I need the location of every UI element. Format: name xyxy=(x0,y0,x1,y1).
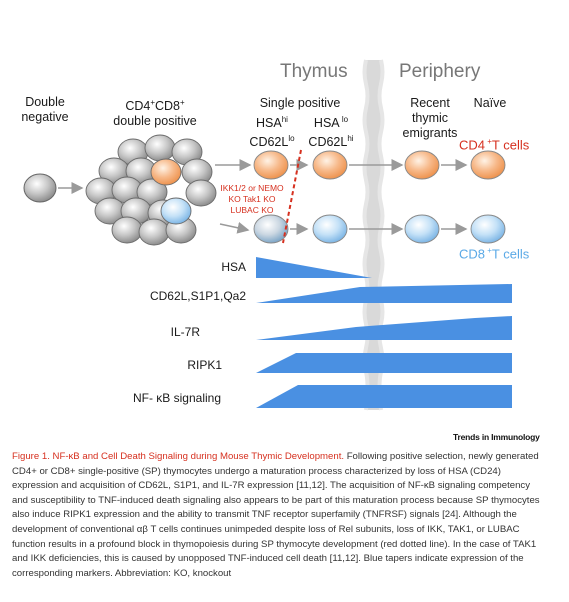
cd4-sp-hsa-hi-cell xyxy=(253,150,289,180)
cd4-t-cells-label: CD4 +T cells xyxy=(459,137,530,153)
ko-block-note: IKK1/2 or NEMO KO Tak1 KO LUBAC KO xyxy=(220,183,284,215)
thymus-periphery-boundary xyxy=(362,59,385,411)
marker-label-nfkb: NF- κB signaling xyxy=(132,391,221,405)
caption-title: Figure 1. NF-κB and Cell Death Signaling… xyxy=(12,451,345,462)
stage-naive: Naïve xyxy=(473,96,507,110)
thymopoiesis-block-line xyxy=(282,149,302,244)
cd4-recent-emigrant-cell xyxy=(404,150,440,180)
dp-to-cd8-sp-arrow xyxy=(219,221,250,234)
double-positive-cluster xyxy=(85,134,217,246)
thymic-development-diagram xyxy=(23,59,512,411)
cd8-recent-emigrant-cell xyxy=(404,214,440,244)
taper-hsa xyxy=(256,257,372,278)
cd4-sp-hsa-lo-cell xyxy=(312,150,348,180)
stage-double-positive: CD4+CD8+double positive xyxy=(113,98,197,129)
cd4-naive-cell xyxy=(470,150,506,180)
taper-nfkb-signaling xyxy=(256,385,512,408)
marker-label-il7r: IL-7R xyxy=(170,325,200,339)
cd8-t-cells-label: CD8 +T cells xyxy=(459,246,530,262)
cd8-sp-hsa-lo-cell xyxy=(312,214,348,244)
region-periphery: Periphery xyxy=(399,61,481,82)
stage-single-positive: Single positive xyxy=(259,96,341,110)
stage-recent-emigrants: Recent thymic emigrants xyxy=(402,96,458,140)
marker-label-ripk1: RIPK1 xyxy=(187,358,222,372)
dp-cd8-committed-cell xyxy=(160,197,192,225)
journal-brand: Trends in Immunology xyxy=(453,432,540,442)
cd8-sp-hsa-hi-cell xyxy=(253,214,289,244)
stage-double-negative: Double negative xyxy=(21,95,69,124)
marker-label-hsa: HSA xyxy=(221,260,246,274)
region-thymus: Thymus xyxy=(280,61,348,82)
caption-body: Following positive selection, newly gene… xyxy=(12,451,540,579)
cd8-naive-cell xyxy=(470,214,506,244)
taper-il7r xyxy=(256,316,512,340)
taper-ripk1 xyxy=(256,353,512,373)
marker-label-cd62l: CD62L,S1P1,Qa2 xyxy=(149,289,246,303)
taper-cd62l-s1p1-qa2 xyxy=(256,284,512,303)
dp-cd4-committed-cell xyxy=(150,158,182,186)
figure-caption: Figure 1. NF-κB and Cell Death Signaling… xyxy=(12,450,542,581)
double-negative-cell xyxy=(23,173,57,203)
